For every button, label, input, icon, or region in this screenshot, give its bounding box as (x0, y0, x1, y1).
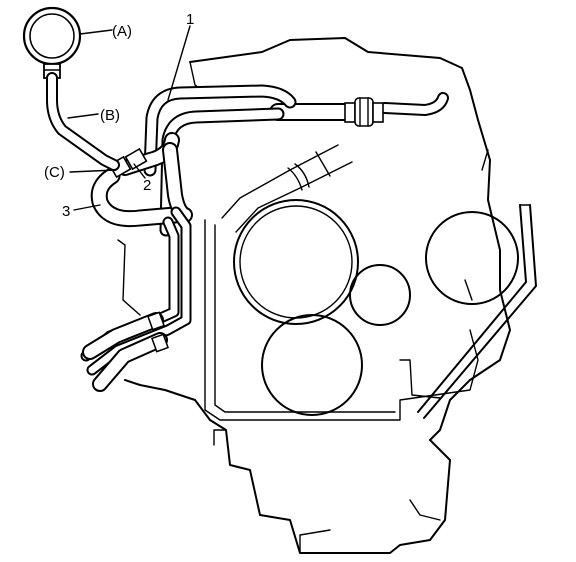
gauge-hose (46, 72, 120, 171)
crankshaft-pulley (261, 314, 363, 416)
leader-lines (67, 25, 191, 211)
camshaft-pulley (425, 211, 519, 305)
timing-cover-outline (204, 219, 479, 421)
label-item-2: 2 (143, 177, 151, 194)
label-hose: (B) (100, 107, 120, 124)
dipstick-tube (417, 204, 537, 419)
crank-pulley-upper (233, 199, 359, 325)
label-gauge: (A) (112, 23, 132, 40)
intake-duct (221, 144, 353, 233)
hose-connector (344, 97, 384, 127)
lower-hoses (80, 206, 192, 392)
idler-pulley (349, 264, 411, 326)
upper-right-hose (269, 92, 449, 127)
label-item-1: 1 (186, 11, 194, 28)
label-joint: (C) (44, 164, 65, 181)
pulleys (233, 199, 519, 416)
label-item-3: 3 (62, 203, 70, 220)
vacuum-gauge (22, 6, 82, 79)
engine-block (117, 37, 511, 554)
